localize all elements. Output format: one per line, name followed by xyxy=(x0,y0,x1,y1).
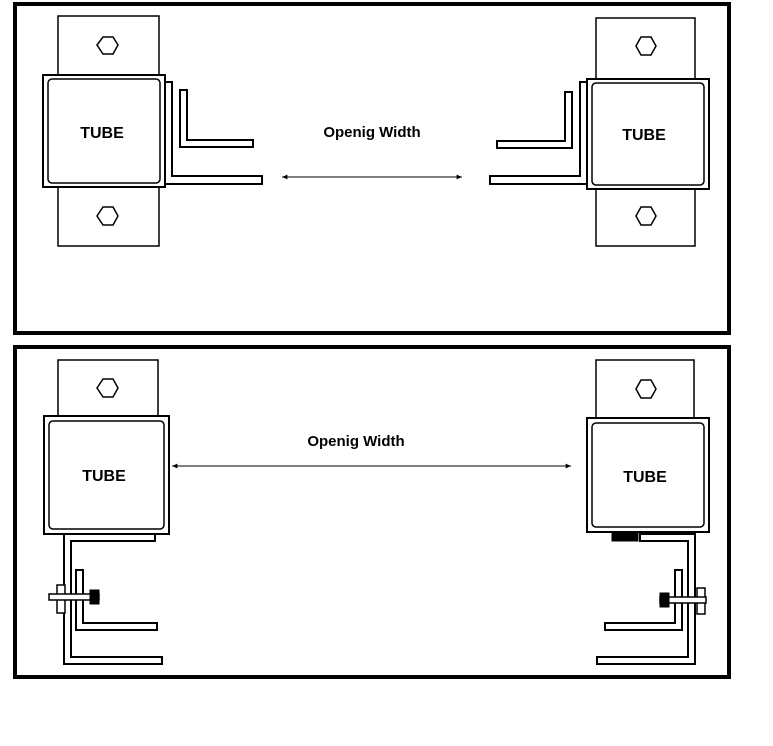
opening-width-label-top: Openig Width xyxy=(323,124,420,141)
left-bolt-icon-2 xyxy=(96,378,119,398)
left-tube-inner-2 xyxy=(48,420,165,530)
right-angle-inner xyxy=(496,91,573,149)
right-angle-outer xyxy=(489,81,588,185)
left-angle-inner xyxy=(179,89,254,148)
right-clamp-nut xyxy=(659,592,670,608)
panel-top: TUBE TUBE Openig Width xyxy=(13,2,731,335)
left-tube-inner xyxy=(47,78,161,184)
opening-width-label-bottom: Openig Width xyxy=(307,433,404,450)
right-tube-label-2: TUBE xyxy=(623,469,667,486)
left-bolt-bottom-icon xyxy=(96,206,119,226)
right-bolt-icon-2 xyxy=(635,379,657,399)
left-tube-label: TUBE xyxy=(80,125,124,142)
right-tube-assembly: TUBE xyxy=(489,17,710,247)
right-bolt-bottom-icon xyxy=(635,206,657,226)
left-tube-label-2: TUBE xyxy=(82,468,126,485)
left-tube-assembly: TUBE xyxy=(42,15,263,247)
left-tube-assembly-2: TUBE xyxy=(43,359,170,665)
right-hanger-bracket xyxy=(596,533,696,665)
panel-bottom: TUBE TUBE Openig Width xyxy=(13,345,731,679)
left-bolt-top-icon xyxy=(96,36,119,55)
left-angle-outer xyxy=(164,81,263,185)
right-tube-inner xyxy=(591,82,705,186)
left-hanger-bracket xyxy=(63,533,163,665)
left-clamp-nut xyxy=(89,589,100,605)
right-tube-label: TUBE xyxy=(622,127,666,144)
left-hanger-inner-angle xyxy=(75,569,158,631)
right-bolt-top-icon xyxy=(635,36,657,56)
right-tube-clip xyxy=(611,531,639,542)
right-tube-inner-2 xyxy=(591,422,705,528)
right-tube-assembly-2: TUBE xyxy=(586,359,710,665)
right-hanger-inner-angle xyxy=(604,569,683,631)
